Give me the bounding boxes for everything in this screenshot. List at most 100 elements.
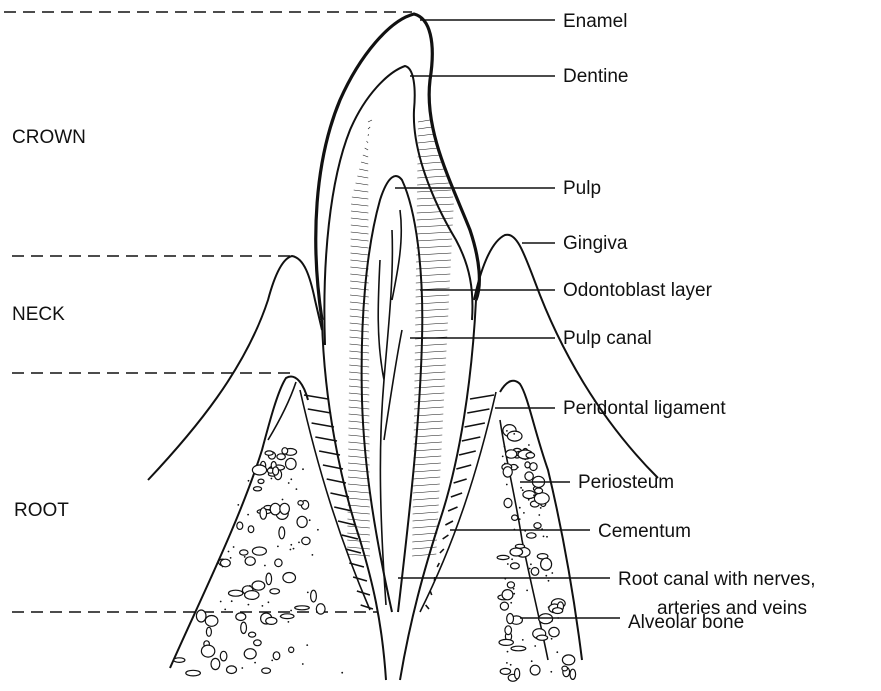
hatch-line <box>349 365 369 367</box>
bone-stipple <box>231 600 233 602</box>
bone-stipple <box>507 651 509 653</box>
bone-cell <box>502 590 513 600</box>
bone-stipple <box>556 651 558 653</box>
root-wall-left <box>322 320 386 680</box>
bone-cell <box>237 522 243 529</box>
hatch-line <box>350 260 368 262</box>
hatch-line <box>413 484 440 486</box>
ligament-fibre <box>426 605 429 609</box>
bone-cell <box>500 602 508 610</box>
bone-stipple <box>268 601 270 603</box>
bone-stipple <box>522 639 524 641</box>
alveolar-bone-shape <box>170 377 582 668</box>
bone-stipple <box>538 514 540 516</box>
hatch-line <box>351 239 369 241</box>
hatch-line <box>415 316 448 318</box>
hatch-line <box>347 554 370 556</box>
bone-cell <box>249 632 256 637</box>
bone-stipple <box>510 602 512 604</box>
hatch-line <box>415 358 446 360</box>
hatch-line <box>351 225 369 227</box>
bone-stipple <box>290 549 292 551</box>
hatch-line <box>412 533 437 535</box>
hatch-line <box>351 204 368 206</box>
bone-cell <box>252 547 266 555</box>
bone-stipple <box>540 507 542 509</box>
bone-cell <box>227 666 237 674</box>
bone-stipple <box>306 644 308 646</box>
bone-cell <box>260 508 267 519</box>
hatch-line <box>348 505 370 507</box>
ligament-fibre <box>470 395 494 399</box>
ligament-fibre <box>445 521 453 525</box>
hatch-line <box>417 218 453 220</box>
bone-stipple <box>248 480 250 482</box>
hatch-line <box>367 141 369 143</box>
bone-stipple <box>543 536 545 538</box>
hatch-line <box>413 512 439 514</box>
hatch-line <box>417 204 454 206</box>
bone-cell <box>562 666 568 671</box>
bone-cell <box>273 652 280 660</box>
ligament-fibre <box>459 451 476 455</box>
gingiva-shape <box>148 235 658 480</box>
hatch-line <box>347 519 369 521</box>
bone-cell <box>530 665 540 675</box>
hatch-line <box>361 162 368 164</box>
bone-cell <box>270 589 280 594</box>
bone-cell <box>289 647 294 652</box>
label-periosteum: Periosteum <box>578 472 674 493</box>
bone-stipple <box>290 610 292 612</box>
hatch-line <box>349 379 369 381</box>
bone-stipple <box>528 444 530 446</box>
hatch-line <box>349 344 369 346</box>
bone-stipple <box>506 430 508 432</box>
bone-cell <box>205 616 218 627</box>
hatch-line <box>415 330 447 332</box>
hatch-line <box>349 400 369 402</box>
hatch-line <box>350 323 369 325</box>
bone-stipple <box>523 512 525 514</box>
bone-stipple <box>513 593 515 595</box>
bone-stipple <box>511 558 513 560</box>
hatch-line <box>349 421 370 423</box>
hatch-line <box>416 232 452 234</box>
bone-cell <box>211 658 220 669</box>
ligament-fibre <box>454 479 467 483</box>
bone-stipple <box>529 568 531 570</box>
bone-cell <box>525 462 530 468</box>
bone-cell <box>511 563 520 569</box>
hatch-line <box>347 540 370 542</box>
hatch-line <box>414 449 442 451</box>
bone-cell <box>297 516 307 527</box>
bone-stipple <box>312 554 314 556</box>
hatch-line <box>350 309 369 311</box>
hatch-line <box>348 435 369 437</box>
bone-cell <box>510 548 523 556</box>
hatch-line <box>350 267 368 269</box>
bone-stipple <box>220 601 222 603</box>
bone-stipple <box>546 536 548 538</box>
hatch-line <box>368 127 370 129</box>
bone-cell <box>258 479 264 483</box>
label-periodontal-ligament: Peridontal ligament <box>563 398 726 419</box>
bone-cell <box>570 669 576 679</box>
hatch-line <box>349 407 370 409</box>
bone-stipple <box>241 667 243 669</box>
zone-label-crown: CROWN <box>12 127 86 148</box>
bone-stipple <box>522 489 524 491</box>
ligament-fibre <box>353 577 367 581</box>
bone-stipple <box>513 433 515 435</box>
bone-cell <box>504 498 512 507</box>
bone-stipple <box>271 478 273 480</box>
hatch-line <box>349 414 370 416</box>
bone-stipple <box>513 588 515 590</box>
hatch-line <box>415 323 448 325</box>
bone-stipple <box>228 551 230 553</box>
bone-stipple <box>526 590 528 592</box>
bone-cell <box>206 627 211 636</box>
bone-stipple <box>230 557 232 559</box>
hatch-line <box>418 141 437 143</box>
ligament-fibre <box>443 535 449 539</box>
bone-cell <box>562 655 574 665</box>
